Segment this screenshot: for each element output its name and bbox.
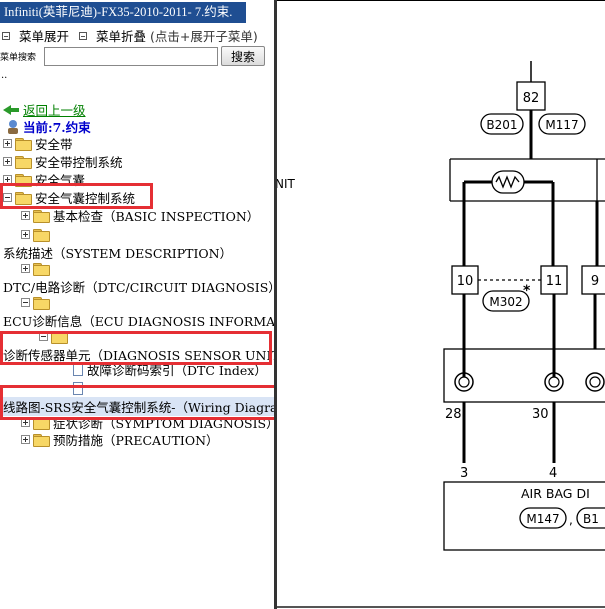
search-label: 菜单搜索 <box>0 52 37 63</box>
tree-item-ecu-diagnosis[interactable]: ECU诊断信息（ECU DIAGNOSIS INFORMATION） <box>3 314 274 329</box>
tree-item-system-description[interactable]: 系统描述（SYSTEM DESCRIPTION） <box>3 246 233 261</box>
folder-icon <box>33 262 50 276</box>
connector-m147-label: M147 <box>526 512 559 526</box>
folder-icon <box>33 228 50 242</box>
unit-label: NIT <box>277 177 296 191</box>
expand-plus-icon[interactable] <box>21 435 30 444</box>
connector-b201 <box>480 113 524 135</box>
connector-b1 <box>576 507 605 529</box>
back-link-row[interactable]: 返回上一级 <box>3 100 86 119</box>
pin-11-label: 11 <box>546 274 563 289</box>
menu-panel: Infiniti(英菲尼迪)-FX35-2010-2011- 7.约束. 菜单展… <box>0 0 274 609</box>
expand-icon <box>2 31 10 40</box>
fuse-number: 82 <box>523 91 540 106</box>
back-link[interactable]: 返回上一级 <box>23 103 86 118</box>
menu-controls: 菜单展开 菜单折叠 (点击+展开子菜单) <box>2 26 264 45</box>
connector-b201-label: B201 <box>486 118 517 132</box>
search-button[interactable]: 搜索 <box>221 46 265 66</box>
heater-element <box>491 170 525 194</box>
tree-item-system-description-toggle[interactable] <box>21 226 53 243</box>
folder-open-icon <box>15 191 32 205</box>
current-location: 当前:7.约束 <box>3 117 91 136</box>
tree-item-precaution[interactable]: 预防措施（PRECAUTION） <box>21 431 219 448</box>
folder-icon <box>15 155 32 169</box>
wire-3-label: 3 <box>460 466 468 481</box>
wiring-diagram: 82 B201 M117 NIT 10 11 9 M302 * <box>277 61 605 608</box>
tree-item-wiring-doc[interactable] <box>70 380 87 397</box>
note-star: * <box>523 283 531 299</box>
component-label: AIR BAG DI <box>521 486 590 501</box>
highlight-box-airbag-control <box>0 183 153 209</box>
ellipsis-text: .. <box>1 70 8 81</box>
collapse-hint: (点击+展开子菜单) <box>150 29 258 44</box>
tree-item-diagnosis-sensor-unit[interactable]: 诊断传感器单元（DIAGNOSIS SENSOR UNIT） <box>3 348 274 363</box>
connector-b1-label: B1 <box>583 512 599 526</box>
tree-item-ecu-toggle[interactable] <box>21 294 53 311</box>
expand-plus-icon[interactable] <box>3 139 12 148</box>
back-arrow-icon <box>3 104 19 116</box>
wire-4-label: 4 <box>549 466 557 481</box>
folder-icon <box>15 137 32 151</box>
connector-m147 <box>519 507 567 529</box>
expand-plus-icon[interactable] <box>21 230 30 239</box>
tree-item-dtc-circuit-diagnosis[interactable]: DTC/电路诊断（DTC/CIRCUIT DIAGNOSIS） <box>3 280 274 295</box>
wiring-diagram-panel: 82 B201 M117 NIT 10 11 9 M302 * <box>277 0 605 609</box>
highlight-box-sensor-unit <box>0 331 272 365</box>
folder-icon <box>33 209 50 223</box>
collapse-icon <box>79 31 87 40</box>
tree-item-seatbelt[interactable]: 安全带 <box>3 135 73 152</box>
terminal-right <box>585 372 605 392</box>
folder-icon <box>15 173 32 187</box>
folder-icon <box>33 433 50 447</box>
search-input[interactable] <box>44 46 218 66</box>
connector-m117-label: M117 <box>545 118 578 132</box>
connector-separator: , <box>569 513 573 527</box>
pin-9-label: 9 <box>591 274 599 289</box>
pin-10-label: 10 <box>457 274 474 289</box>
connector-m117 <box>538 113 586 135</box>
tree-item-basic-inspection[interactable]: 基本检查（BASIC INSPECTION） <box>21 207 259 224</box>
folder-open-icon <box>33 296 50 310</box>
expand-plus-icon[interactable] <box>3 157 12 166</box>
terminal-30 <box>544 349 564 392</box>
terminal-28 <box>454 349 474 392</box>
tree-item-wiring-diagram[interactable]: 线路图-SRS安全气囊控制系统-（Wiring Diagram） <box>3 397 274 416</box>
connector-m302 <box>482 290 530 312</box>
collapse-minus-icon[interactable] <box>3 193 12 202</box>
menu-expand-button[interactable]: 菜单展开 <box>2 26 69 45</box>
highlight-box-wiring-diagram <box>0 385 274 420</box>
search-row: 菜单搜索 搜索 <box>0 46 265 66</box>
location-icon <box>7 119 19 134</box>
document-icon <box>73 382 83 395</box>
tree-item-airbag-control[interactable]: 安全气囊控制系统 <box>3 189 135 206</box>
frame-splitter[interactable] <box>274 0 277 609</box>
menu-collapse-button[interactable]: 菜单折叠 (点击+展开子菜单) <box>79 26 258 45</box>
tree-item-seatbelt-control[interactable]: 安全带控制系统 <box>3 153 123 170</box>
collapse-minus-icon[interactable] <box>21 298 30 307</box>
pin-28-label: 28 <box>445 407 462 422</box>
connector-m302-label: M302 <box>489 295 522 309</box>
expand-plus-icon[interactable] <box>21 264 30 273</box>
pin-30-label: 30 <box>532 407 549 422</box>
window-title: Infiniti(英菲尼迪)-FX35-2010-2011- 7.约束. <box>0 2 246 23</box>
expand-plus-icon[interactable] <box>21 211 30 220</box>
tree-item-dtc-toggle[interactable] <box>21 260 53 277</box>
